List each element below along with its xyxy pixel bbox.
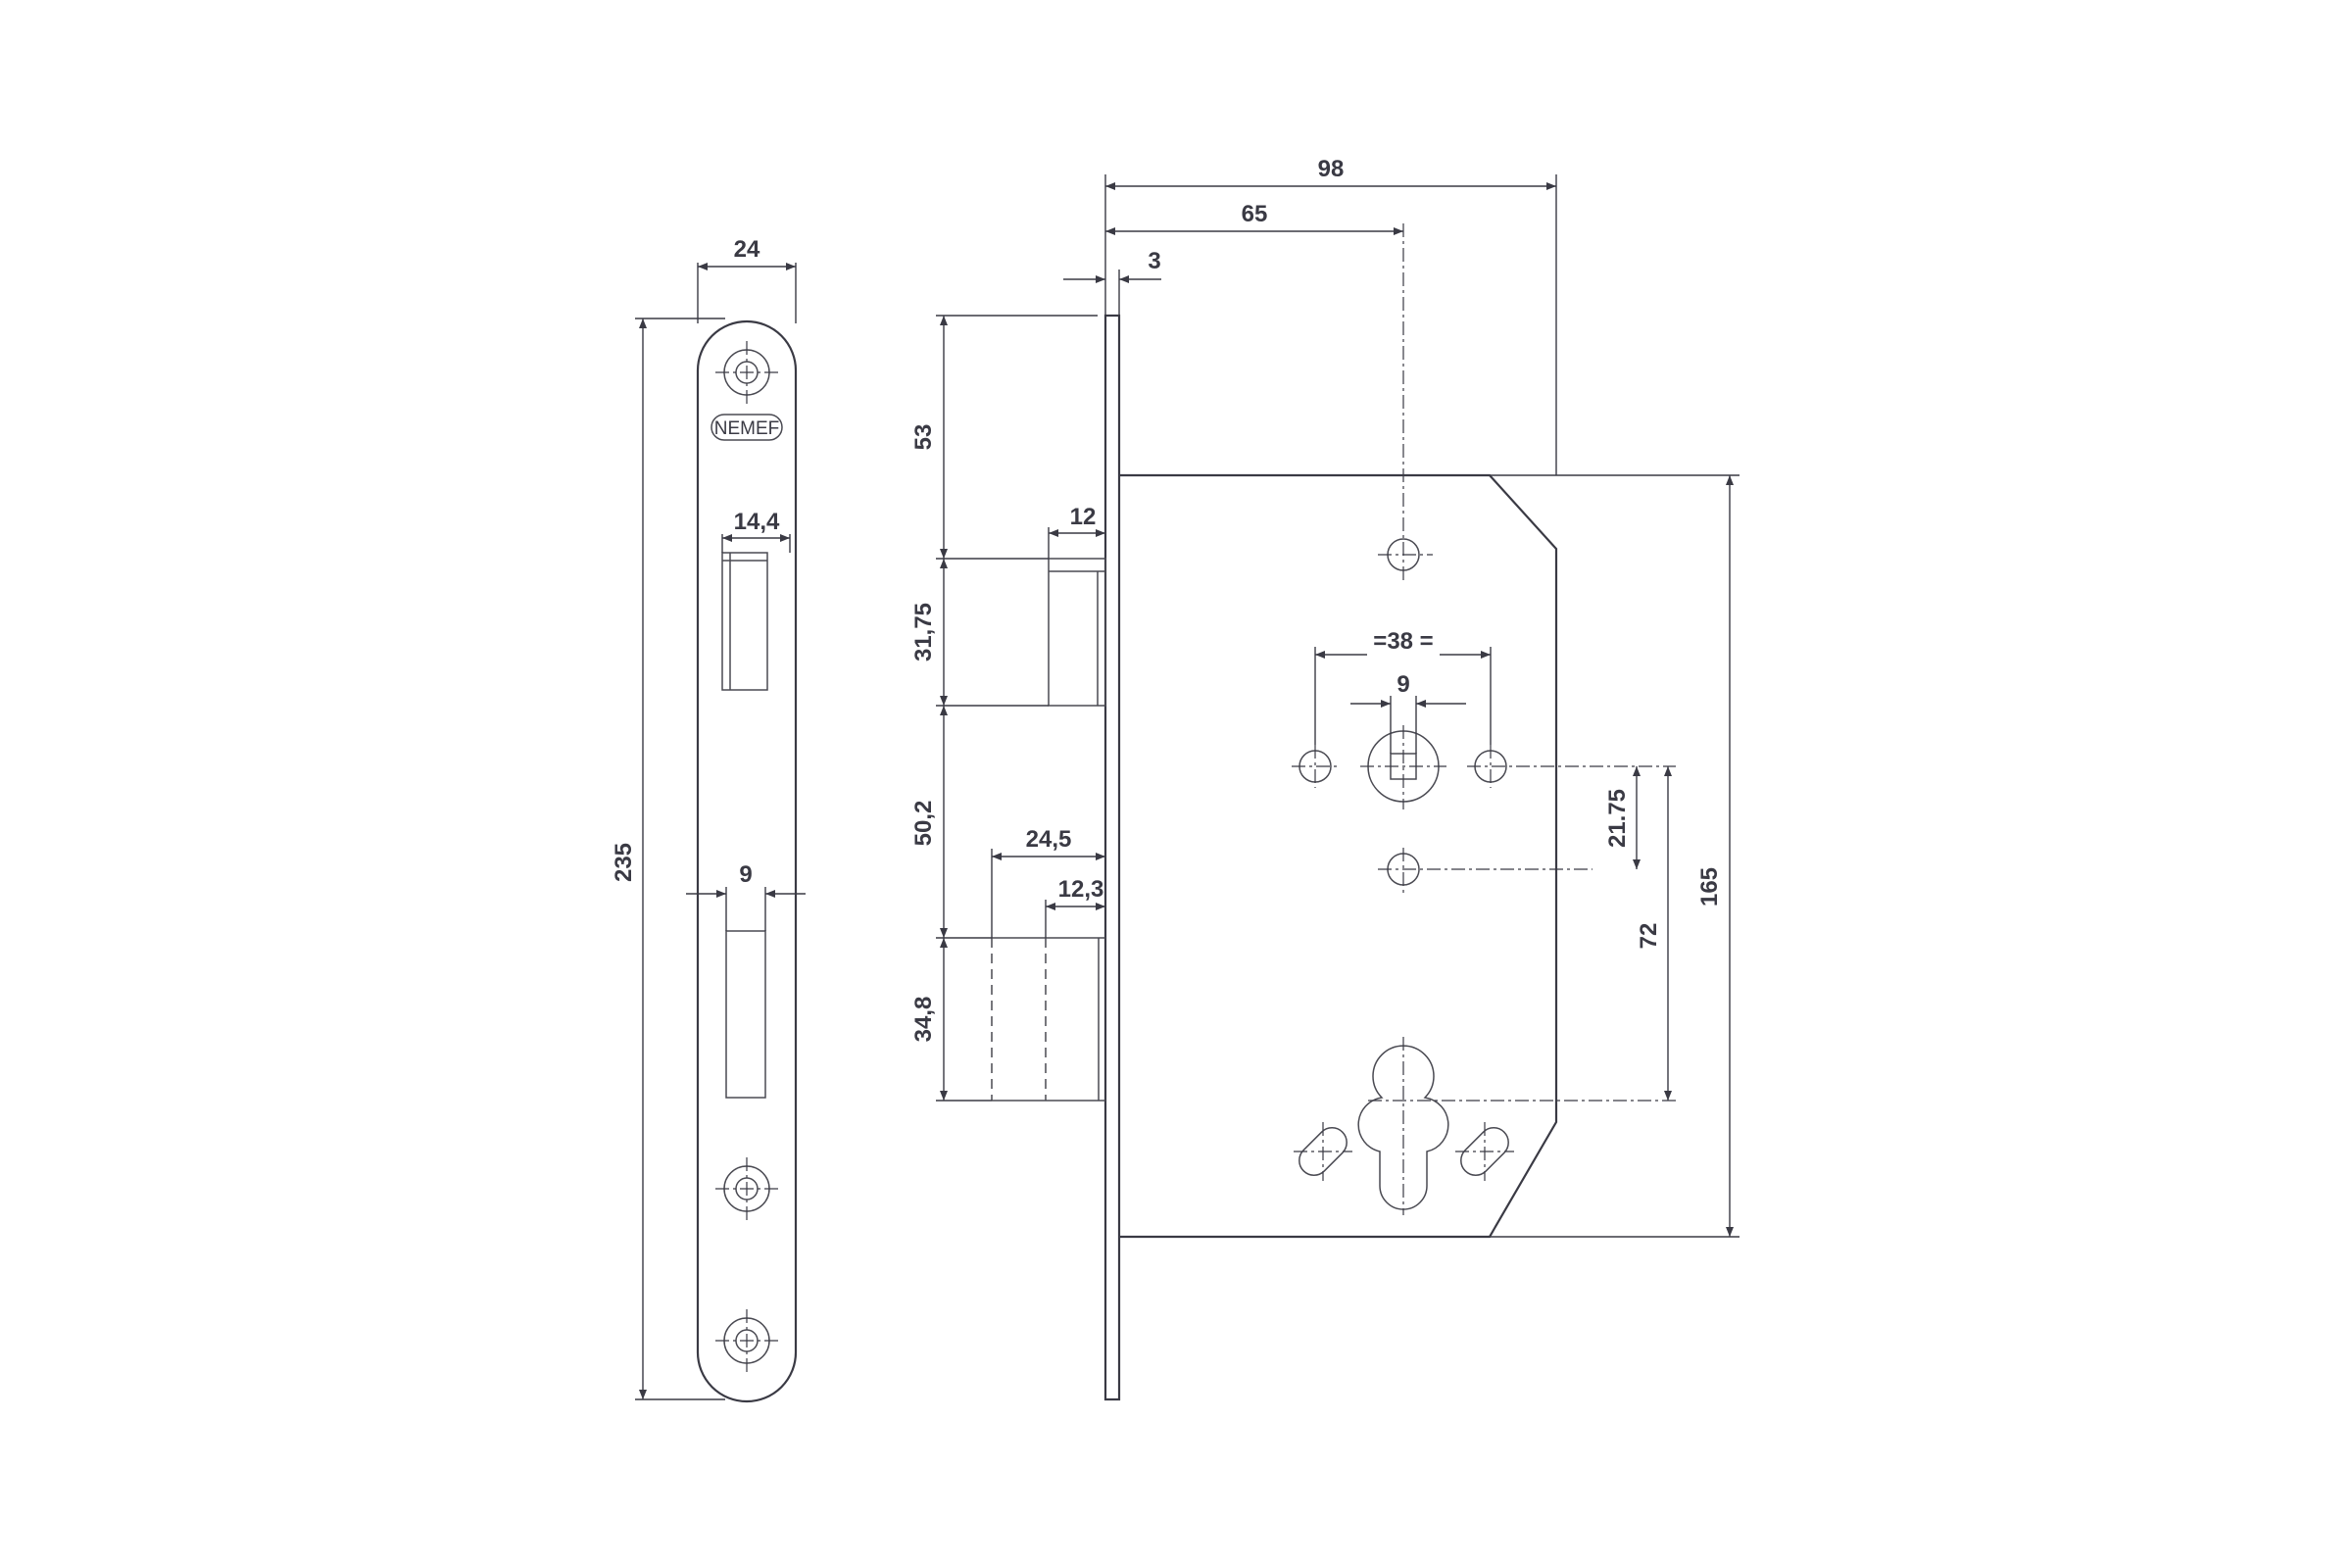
- lock-case-outline: [1119, 473, 1558, 1239]
- latch-opening: [721, 552, 768, 691]
- svg-text:165: 165: [1696, 867, 1723, 906]
- svg-text:12,3: 12,3: [1058, 876, 1104, 903]
- dim-overall-depth: 98: [1104, 156, 1557, 475]
- svg-text:9: 9: [739, 861, 752, 888]
- svg-text:72: 72: [1636, 923, 1662, 950]
- lower-fixing-hole-icon: [1378, 848, 1592, 893]
- bolt-side: [991, 937, 1105, 1102]
- dim-latch-height: 31,75: [910, 603, 937, 662]
- dim-backset: 65: [1105, 201, 1403, 235]
- dim-bolt-projection: 24,5: [991, 826, 1105, 938]
- bolt-opening: [725, 930, 766, 1099]
- svg-text:12: 12: [1070, 504, 1097, 530]
- svg-text:24: 24: [734, 236, 760, 263]
- svg-text:3: 3: [1148, 248, 1160, 274]
- dim-faceplate-height: 235: [611, 318, 725, 1400]
- dim-faceplate-width: 24: [697, 236, 797, 323]
- dim-latch-to-bolt: 50,2: [910, 801, 937, 847]
- dim-follower-to-hole: 21.75: [1604, 766, 1641, 869]
- svg-text:=38 =: =38 =: [1373, 628, 1433, 655]
- dim-latch-projection: 12: [1048, 504, 1105, 559]
- left-fixing-hole-icon: [1292, 745, 1339, 788]
- svg-text:14,4: 14,4: [734, 509, 780, 535]
- forend-plate: [1103, 314, 1121, 1401]
- dim-bolt-rest: 12,3: [1045, 876, 1105, 938]
- right-fixing-hole-icon: [1467, 745, 1676, 788]
- dim-fixing-spacing: =38 =: [1314, 627, 1492, 745]
- bottom-screw-hole-icon: [715, 1309, 778, 1372]
- cylinder-cutout-icon: [1357, 1037, 1676, 1215]
- svg-text:98: 98: [1318, 156, 1345, 182]
- dim-bolt-width: 9: [686, 861, 806, 931]
- dim-forend-thickness: 3: [1063, 248, 1161, 316]
- dim-top-to-latch: 53: [910, 424, 937, 451]
- upper-fixing-hole-icon: [1378, 223, 1433, 580]
- faceplate-view: NEMEF 24 235 14,4: [611, 236, 806, 1403]
- svg-text:65: 65: [1242, 201, 1268, 227]
- dim-bolt-height: 34,8: [910, 997, 937, 1043]
- logo-text: NEMEF: [714, 418, 780, 439]
- svg-text:235: 235: [611, 843, 637, 882]
- svg-text:24,5: 24,5: [1026, 826, 1072, 853]
- faceplate-outline: [696, 319, 798, 1403]
- svg-text:21.75: 21.75: [1604, 789, 1631, 848]
- nemef-logo: NEMEF: [710, 414, 783, 441]
- middle-screw-hole-icon: [715, 1157, 778, 1220]
- dim-follower: 9: [1350, 671, 1466, 754]
- dim-centre-distance: 72: [1636, 766, 1672, 1101]
- follower-icon: [1360, 725, 1446, 809]
- dim-case-height: 165: [1490, 474, 1740, 1238]
- left-slot-icon: [1294, 1122, 1352, 1181]
- right-slot-icon: [1455, 1122, 1514, 1181]
- latch-side: [1048, 558, 1106, 707]
- dim-vertical-chain: 53 31,75 50,2 34,8: [910, 315, 1098, 1102]
- svg-text:9: 9: [1396, 671, 1409, 698]
- top-screw-hole-icon: [715, 341, 778, 404]
- dim-latch-width: 14,4: [721, 509, 791, 553]
- side-view: 98 65 3 12: [910, 156, 1740, 1401]
